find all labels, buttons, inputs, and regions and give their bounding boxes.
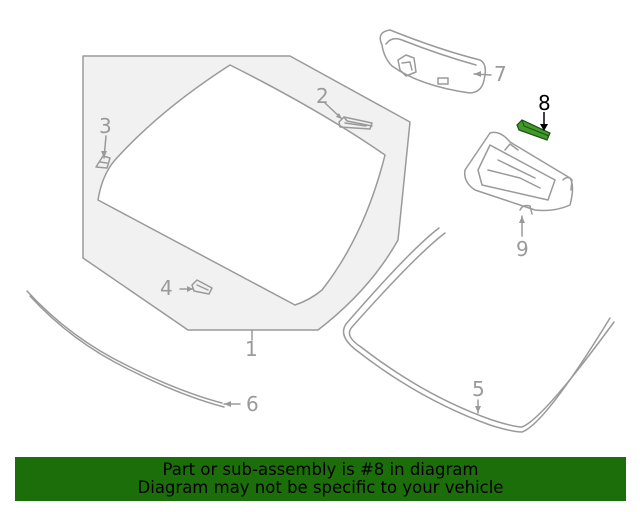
callout-4: 4 — [160, 276, 173, 300]
callout-1: 1 — [245, 337, 258, 361]
parts-diagram: 1 2 3 4 5 6 7 9 8 — [26, 29, 615, 433]
callout-7: 7 — [494, 62, 507, 86]
banner-line-1: Part or sub-assembly is #8 in diagram — [162, 460, 479, 479]
part-7-mirror[interactable] — [379, 29, 487, 94]
part-2-bracket[interactable] — [338, 116, 373, 130]
callout-labels: 1 2 3 4 5 6 7 9 — [99, 62, 529, 416]
part-1-windshield[interactable] — [82, 55, 411, 331]
part-6-lower-moulding[interactable] — [26, 290, 225, 408]
banner-line-2: Diagram may not be specific to your vehi… — [137, 478, 504, 497]
line-art — [26, 29, 615, 433]
callout-3: 3 — [99, 114, 112, 138]
info-banner: Part or sub-assembly is #8 in diagram Di… — [15, 457, 626, 501]
part-3-clip[interactable] — [95, 155, 111, 169]
callout-8: 8 — [538, 91, 551, 115]
callout-6: 6 — [246, 392, 259, 416]
part-5-moulding[interactable] — [342, 227, 615, 433]
part-8-sensor[interactable] — [516, 112, 551, 141]
callout-5: 5 — [472, 377, 485, 401]
leader-arrowheads — [101, 71, 525, 413]
part-9-console[interactable] — [463, 131, 574, 215]
callout-9: 9 — [516, 237, 529, 261]
callout-2: 2 — [316, 84, 329, 108]
part-4-bracket[interactable] — [191, 279, 213, 295]
parts-diagram-svg: 1 2 3 4 5 6 7 9 8 — [26, 29, 615, 433]
